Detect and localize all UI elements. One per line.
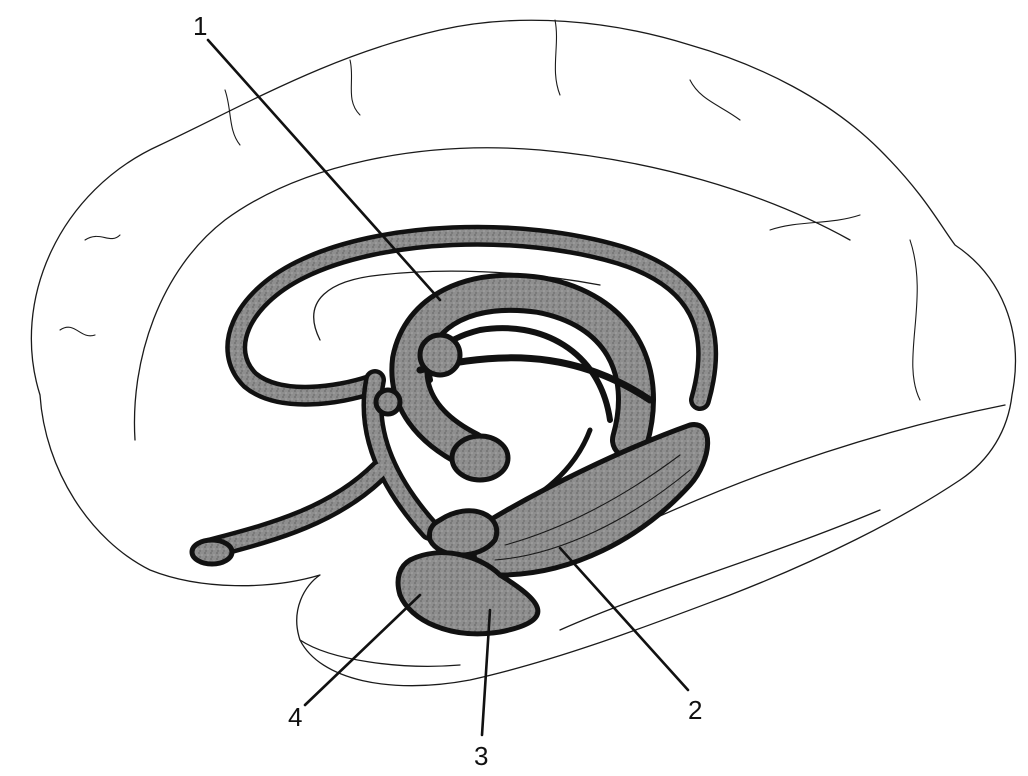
brain-outline [30, 19, 1016, 687]
hippocampus-fold-2 [494, 469, 691, 561]
sulcus-frontal-3 [224, 89, 241, 146]
cortex-outer-contour [30, 19, 1016, 687]
sulcus-occipital [769, 214, 861, 231]
sulcus-calcarine [909, 239, 921, 401]
temporal-lobe-line [639, 404, 1006, 526]
sulcus-frontal-2 [84, 234, 121, 241]
leader-line-3 [480, 608, 492, 737]
septal-node [373, 387, 403, 417]
callout-labels: 1 2 3 4 [193, 11, 702, 771]
sulcus-frontal-1 [59, 326, 96, 337]
amygdala [427, 508, 500, 558]
leader-line-2 [558, 546, 690, 692]
olfactory-tip [189, 537, 235, 567]
callosal-sulcus [133, 147, 851, 441]
hippocampus [471, 422, 711, 578]
mammillary-body [449, 433, 511, 483]
hippocampus-fold-1 [504, 454, 681, 546]
parahippocampal-gyrus [395, 550, 541, 637]
label-3: 3 [474, 741, 488, 771]
label-1: 1 [193, 11, 207, 41]
uncus-contour [299, 639, 461, 667]
limbic-structures [189, 224, 719, 637]
sulcus-parietal-1 [349, 59, 361, 116]
sulcus-parietal-2 [554, 19, 561, 96]
anterior-nucleus-node [417, 332, 463, 378]
sulcus-parietal-3 [689, 79, 741, 121]
fornix [394, 277, 651, 465]
label-4: 4 [288, 702, 302, 732]
temporal-lower-line [559, 509, 881, 631]
leader-line-4 [303, 593, 422, 707]
leader-lines [206, 38, 690, 737]
stria-terminalis [229, 229, 714, 407]
label-2: 2 [688, 695, 702, 725]
leader-line-1 [206, 38, 442, 302]
